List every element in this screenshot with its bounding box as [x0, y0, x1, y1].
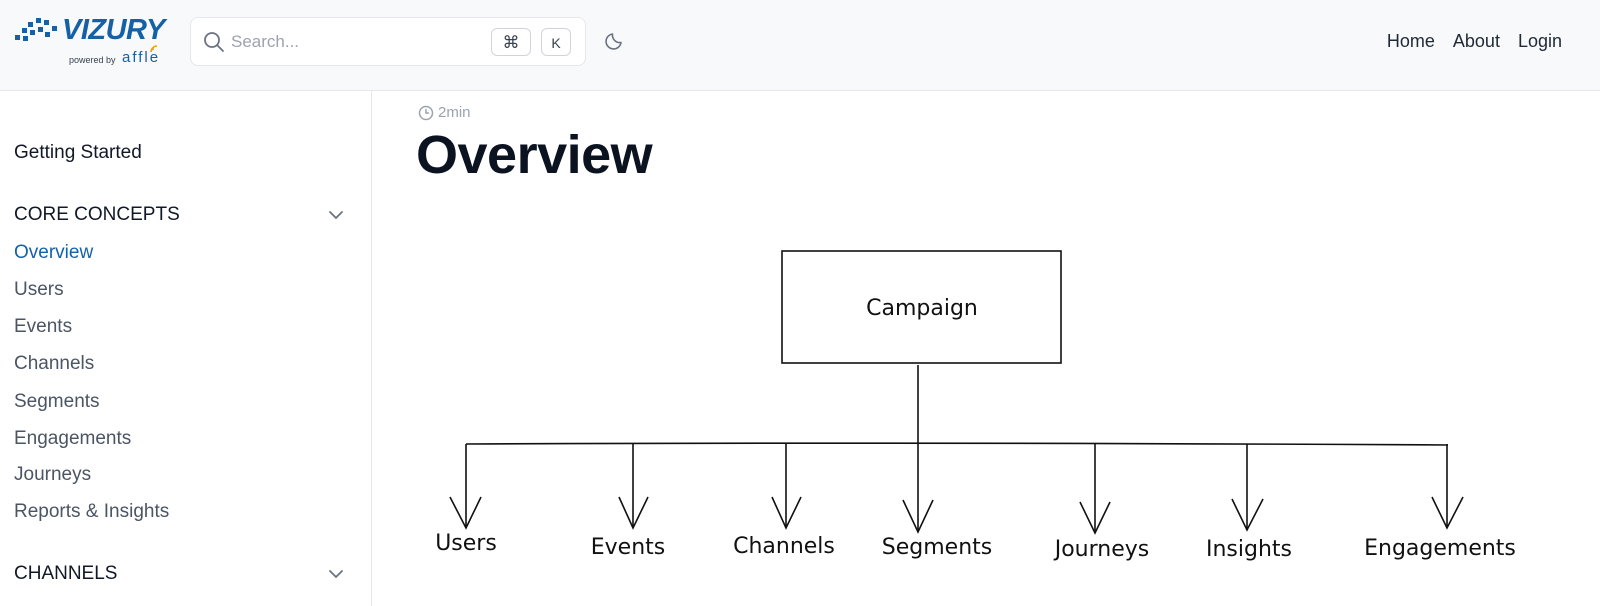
moon-icon[interactable] — [604, 29, 626, 51]
chevron-down-icon — [329, 211, 343, 220]
child-node-journeys: Journeys — [1053, 537, 1150, 562]
child-node-channels: Channels — [733, 534, 835, 559]
child-node-segments: Segments — [882, 535, 992, 560]
campaign-node-box — [781, 250, 1062, 364]
shortcut-k-key: K — [541, 28, 571, 56]
child-node-users: Users — [435, 531, 497, 556]
signal-icon — [150, 45, 158, 53]
shortcut-cmd-key: ⌘ — [491, 28, 531, 56]
sidebar-item-reports-insights[interactable]: Reports & Insights — [14, 501, 170, 522]
sidebar-item-segments[interactable]: Segments — [14, 391, 100, 412]
campaign-node-label: Campaign — [866, 296, 978, 321]
section-label: CORE CONCEPTS — [14, 204, 180, 225]
read-time: 2min — [418, 104, 471, 121]
sidebar-item-journeys[interactable]: Journeys — [14, 464, 92, 485]
nav-home-link[interactable]: Home — [1386, 31, 1435, 51]
campaign-hierarchy-diagram: Campaign Users Events Channels Segments … — [435, 250, 1516, 562]
child-node-engagements: Engagements — [1364, 536, 1516, 561]
nav-login-link[interactable]: Login — [1517, 31, 1562, 51]
page-title: Overview — [416, 125, 653, 185]
top-navbar: VIZURY powered by affle ⌘ K Home About L… — [0, 0, 1600, 91]
child-node-insights: Insights — [1206, 537, 1292, 562]
logo-pixel-mark — [15, 18, 57, 41]
nav-about-link[interactable]: About — [1452, 31, 1500, 51]
top-nav: Home About Login — [1387, 31, 1562, 52]
read-time-label: 2min — [438, 104, 471, 121]
sidebar-item-overview[interactable]: Overview — [14, 242, 94, 263]
search-input[interactable] — [231, 26, 461, 57]
child-node-events: Events — [591, 535, 666, 560]
docs-sidebar: Getting Started CORE CONCEPTS Overview U… — [0, 91, 372, 606]
clock-icon — [418, 105, 434, 120]
chevron-down-icon — [329, 570, 343, 579]
sidebar-item-engagements[interactable]: Engagements — [14, 428, 132, 449]
vizury-logo[interactable]: VIZURY powered by affle — [14, 14, 165, 72]
powered-by-label: powered by — [69, 55, 116, 65]
affle-logo: affle — [122, 45, 161, 66]
logo-wordmark: VIZURY — [62, 14, 165, 46]
sidebar-section-core-concepts[interactable]: CORE CONCEPTS — [14, 204, 344, 230]
section-label: CHANNELS — [14, 563, 118, 584]
search-box[interactable]: ⌘ K — [190, 17, 586, 66]
sidebar-item-users[interactable]: Users — [14, 279, 64, 300]
sidebar-item-channels[interactable]: Channels — [14, 353, 95, 374]
diagram-arrows — [449, 444, 1464, 535]
sidebar-item-events[interactable]: Events — [14, 316, 73, 337]
sidebar-section-channels[interactable]: CHANNELS — [14, 563, 344, 589]
search-icon — [204, 32, 224, 52]
sidebar-item-getting-started[interactable]: Getting Started — [14, 142, 142, 163]
affle-wordmark: affle — [122, 49, 161, 66]
